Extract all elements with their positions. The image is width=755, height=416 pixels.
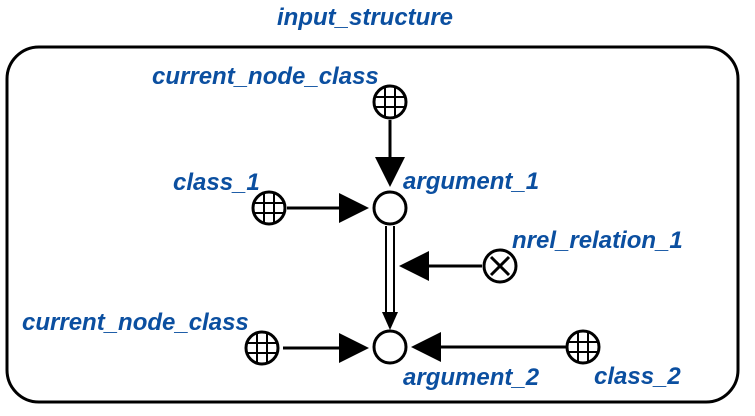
grid-circle-icon <box>372 84 408 120</box>
structure-frame <box>5 45 740 404</box>
node-argument-2: argument_2 <box>372 329 540 391</box>
node-current-node-class-top: current_node_class <box>152 63 408 120</box>
node-argument-1: argument_1 <box>372 168 539 226</box>
node-label: current_node_class <box>152 63 379 90</box>
connector-argument-1-to-argument-2-arrowhead <box>382 312 398 330</box>
node-class-2: class_2 <box>565 329 681 390</box>
empty-circle-icon <box>372 190 408 226</box>
node-label: argument_1 <box>403 168 539 195</box>
node-label: argument_2 <box>403 364 540 391</box>
node-label: class_1 <box>173 169 260 196</box>
node-class-1: class_1 <box>173 169 287 226</box>
node-nrel-relation-1: nrel_relation_1 <box>482 227 683 284</box>
empty-circle-icon <box>372 329 408 365</box>
node-label: class_2 <box>594 363 681 390</box>
grid-circle-icon <box>251 190 287 226</box>
node-current-node-class-bottom: current_node_class <box>22 309 280 366</box>
node-label: current_node_class <box>22 309 249 336</box>
diagram-title: input_structure <box>277 4 453 31</box>
cross-circle-icon <box>482 248 518 284</box>
node-label: nrel_relation_1 <box>512 227 683 254</box>
grid-circle-icon <box>244 330 280 366</box>
grid-circle-icon <box>565 329 601 365</box>
